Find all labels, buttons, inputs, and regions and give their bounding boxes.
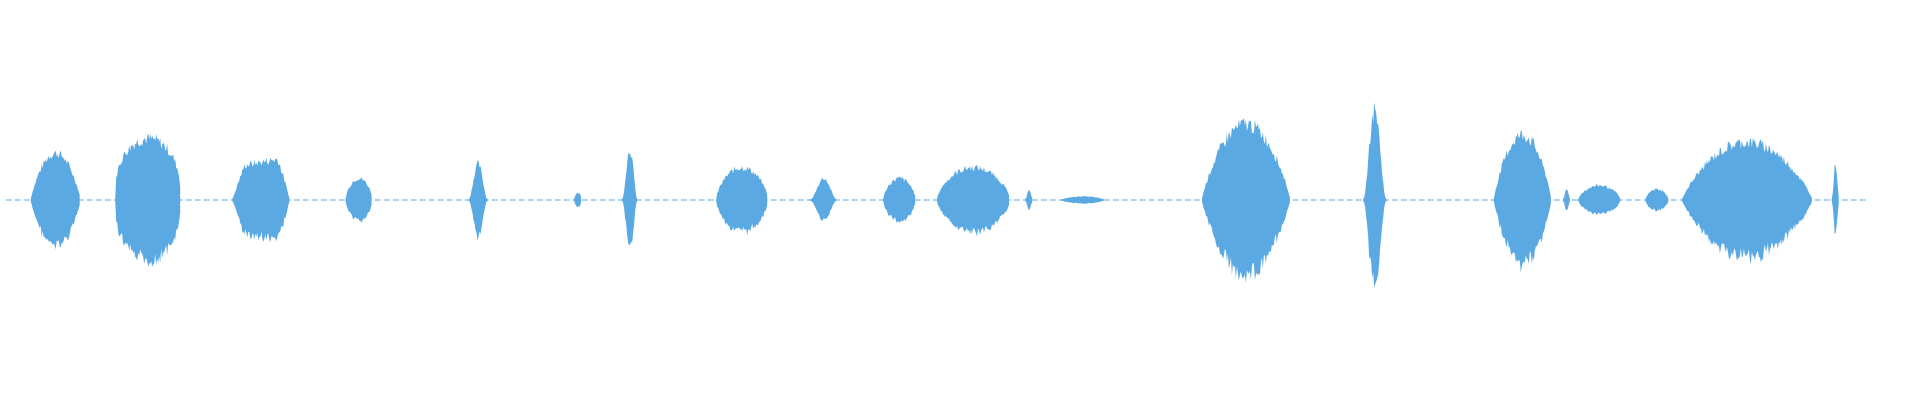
waveform-segment xyxy=(574,193,582,207)
waveform-segment xyxy=(1363,102,1387,288)
waveform-group xyxy=(5,102,1867,288)
waveform-segment xyxy=(30,150,80,250)
waveform-segment xyxy=(115,133,181,267)
waveform-segment xyxy=(937,164,1009,237)
waveform-segment xyxy=(716,166,768,236)
waveform-segment xyxy=(622,153,638,246)
waveform-segment xyxy=(1578,184,1621,215)
waveform-segment xyxy=(1681,137,1812,264)
waveform-segment xyxy=(468,160,488,241)
waveform-segment xyxy=(232,157,290,242)
waveform-segment xyxy=(1562,189,1570,211)
waveform-segment xyxy=(1493,130,1551,273)
waveform-segment xyxy=(345,177,372,223)
waveform-segment xyxy=(1025,189,1033,211)
waveform-segment xyxy=(810,177,837,222)
waveform-segment xyxy=(1061,196,1104,204)
waveform-segment xyxy=(883,176,916,223)
waveform-segment xyxy=(1201,118,1290,284)
waveform-segment xyxy=(1645,188,1669,212)
waveform-segment xyxy=(1831,164,1839,235)
